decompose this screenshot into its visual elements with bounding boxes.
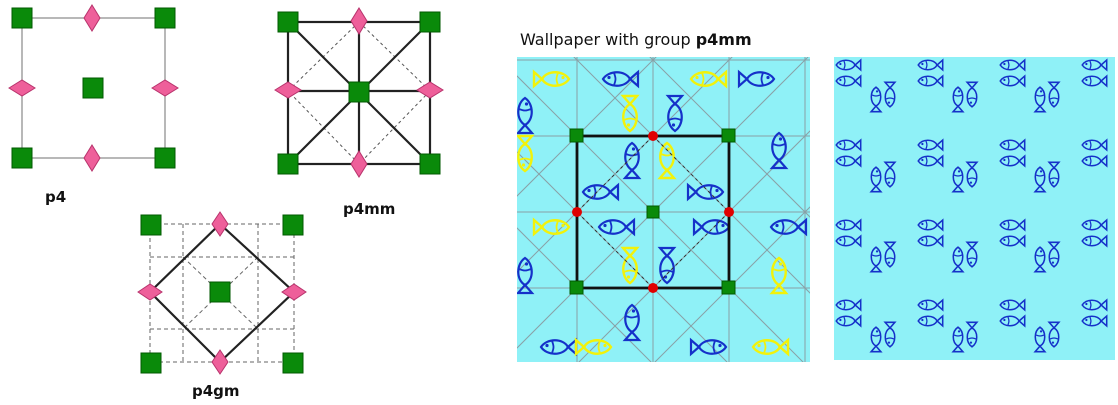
p4mm-diagram	[274, 7, 444, 178]
green-square-icon	[140, 214, 162, 236]
green-square-icon	[209, 281, 231, 303]
wallpaper-grid	[517, 57, 810, 362]
green-square-icon	[11, 7, 33, 29]
red-dot-icon	[648, 131, 658, 141]
red-dot-icon	[572, 207, 582, 217]
p4-corner-squares	[11, 7, 176, 169]
wallpaper-plain-background	[834, 57, 1115, 360]
caption-group: p4mm	[695, 30, 752, 49]
p4-diamonds	[8, 4, 179, 172]
green-square-icon	[154, 7, 176, 29]
green-square-icon	[82, 77, 104, 99]
green-square-icon	[154, 147, 176, 169]
pink-diamond-icon	[8, 79, 36, 97]
wallpaper-p4mm	[517, 57, 810, 362]
green-square-icon	[11, 147, 33, 169]
green-square-icon	[348, 81, 370, 103]
red-dot-icon	[724, 207, 734, 217]
pink-diamond-icon	[211, 349, 229, 375]
pink-diamond-icon	[274, 81, 302, 99]
red-dot-icon	[648, 283, 658, 293]
p4-diagram	[8, 4, 179, 172]
pink-diamond-icon	[151, 79, 179, 97]
p4gm-diamonds	[137, 211, 307, 375]
p4gm-squares	[140, 214, 304, 374]
p4mm-diamonds	[274, 7, 444, 178]
unit-cell-markers	[569, 128, 736, 295]
pink-diamond-icon	[211, 211, 229, 237]
pink-diamond-icon	[350, 150, 368, 178]
p4mm-squares	[277, 11, 441, 175]
pink-diamond-icon	[83, 144, 101, 172]
pink-diamond-icon	[83, 4, 101, 32]
green-square-icon	[569, 280, 584, 295]
p4gm-diagram	[137, 211, 307, 375]
caption-prefix: Wallpaper with group	[520, 30, 696, 49]
p4gm-label: p4gm	[192, 382, 240, 400]
green-square-icon	[721, 280, 736, 295]
pink-diamond-icon	[137, 283, 163, 301]
green-square-icon	[282, 352, 304, 374]
green-square-icon	[646, 205, 660, 219]
green-square-icon	[419, 153, 441, 175]
green-square-icon	[277, 11, 299, 33]
wallpaper-background	[517, 57, 810, 362]
pink-diamond-icon	[416, 81, 444, 99]
p4mm-label: p4mm	[343, 200, 396, 218]
wallpaper-plain	[834, 57, 1115, 360]
wallpaper-caption: Wallpaper with group p4mm	[520, 30, 752, 49]
pink-diamond-icon	[281, 283, 307, 301]
green-square-icon	[277, 153, 299, 175]
green-square-icon	[140, 352, 162, 374]
green-square-icon	[721, 128, 736, 143]
p4-label: p4	[45, 188, 67, 206]
pink-diamond-icon	[350, 7, 368, 35]
green-square-icon	[569, 128, 584, 143]
green-square-icon	[282, 214, 304, 236]
green-square-icon	[419, 11, 441, 33]
